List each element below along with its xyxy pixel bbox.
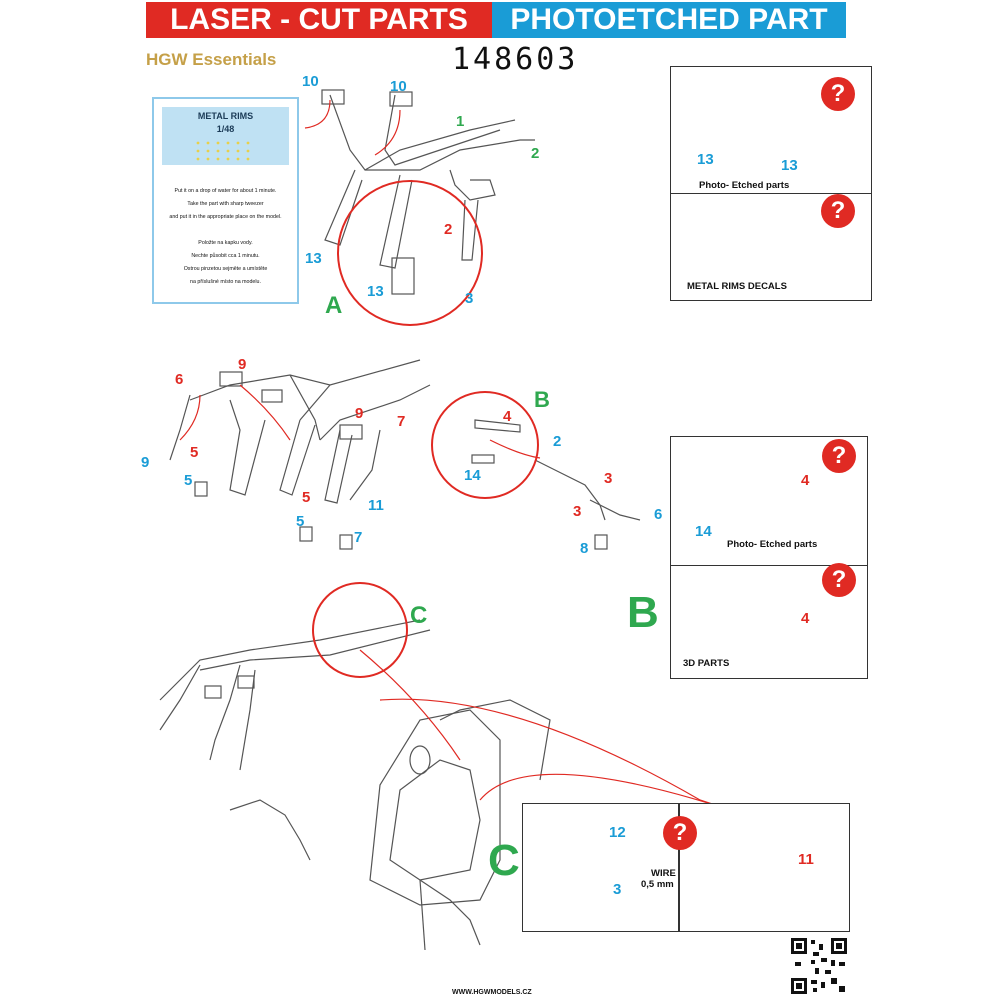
wire-size-label: 0,5 mm: [641, 879, 674, 890]
instruction-en-2: Take the part with sharp tweezer: [187, 201, 264, 207]
callout-5: 5: [296, 513, 305, 530]
question-mark-icon: ?: [821, 77, 855, 111]
detail-circle-c: [312, 582, 408, 678]
photo-etched-caption: Photo- Etched parts: [727, 539, 818, 550]
callout-14: 14: [464, 467, 481, 484]
callout-7: 7: [397, 413, 406, 430]
photo-etched-panel-b: ? 4 14 Photo- Etched parts: [670, 436, 868, 567]
laser-cut-parts-banner: LASER - CUT PARTS: [146, 2, 492, 38]
callout-10: 10: [302, 73, 319, 90]
section-label-c-large: C: [488, 836, 520, 885]
callout-12: 12: [609, 824, 626, 841]
section-label-c: C: [410, 602, 428, 629]
callout-2: 2: [553, 433, 562, 450]
wire-label: WIRE: [651, 868, 676, 879]
metal-rims-title: METAL RIMS: [197, 111, 254, 121]
question-mark-icon: ?: [663, 816, 697, 850]
metal-rims-scale: 1/48: [216, 124, 235, 134]
callout-3: 3: [573, 503, 582, 520]
rims-dot-grid: [196, 141, 250, 161]
callout-11: 11: [798, 851, 814, 868]
photoetched-part-banner: PHOTOETCHED PART: [492, 2, 846, 38]
callout-8: 8: [580, 540, 589, 557]
callout-13: 13: [367, 283, 384, 300]
wire-panel-c: ? 12 3 WIRE 0,5 mm 11: [522, 803, 850, 932]
qr-code-icon: [791, 938, 847, 994]
callout-9: 9: [238, 356, 247, 373]
callout-13: 13: [305, 250, 322, 267]
website-url: WWW.HGWMODELS.CZ: [452, 989, 532, 996]
question-mark-icon: ?: [822, 439, 856, 473]
callout-1: 1: [456, 113, 465, 130]
detail-circle-a: [337, 180, 483, 326]
product-code: 148603: [452, 42, 579, 77]
callout-10: 10: [390, 78, 407, 95]
callout-3: 3: [604, 470, 613, 487]
harness-b-drawing: [169, 359, 431, 550]
detail-circle-b: [431, 391, 539, 499]
callout-2: 2: [531, 145, 540, 162]
callout-5: 5: [302, 489, 311, 506]
harness-c-drawing: [159, 619, 431, 771]
instruction-cz-4: na příslušné místo na modelu.: [190, 279, 261, 285]
brand-label: HGW Essentials: [146, 50, 277, 69]
section-label-b-large: B: [627, 588, 659, 637]
callout-5: 5: [190, 444, 199, 461]
callout-3: 3: [465, 290, 474, 307]
photo-etched-caption: Photo- Etched parts: [699, 180, 790, 191]
seat-drawing: [229, 699, 551, 951]
question-mark-icon: ?: [822, 563, 856, 597]
callout-4: 4: [503, 408, 512, 425]
parts-3d-caption: 3D PARTS: [683, 658, 730, 669]
callout-13: 13: [697, 151, 714, 168]
panel-divider: [678, 804, 680, 931]
callout-11: 11: [368, 497, 384, 514]
callout-6: 6: [654, 506, 663, 523]
callout-4: 4: [801, 472, 810, 489]
callout-14: 14: [695, 523, 712, 540]
photo-etched-panel-a: ? 13 13 Photo- Etched parts: [670, 66, 872, 195]
instruction-cz-1: Položte na kapku vody.: [198, 240, 253, 246]
section-label-a: A: [325, 292, 343, 319]
metal-rims-sheet: METAL RIMS 1/48: [162, 107, 289, 165]
metal-rims-info-box: METAL RIMS 1/48 Put it on a drop of wate…: [152, 97, 299, 304]
instruction-en-1: Put it on a drop of water for about 1 mi…: [174, 188, 277, 194]
metal-rims-decals-panel: ? METAL RIMS DECALS: [670, 193, 872, 301]
section-label-b: B: [534, 387, 550, 412]
instruction-en-3: and put it in the appropriate place on t…: [169, 214, 282, 220]
callout-9: 9: [141, 454, 150, 471]
parts-3d-panel: ? 4 3D PARTS: [670, 563, 868, 679]
callout-2: 2: [444, 221, 453, 238]
metal-rims-decals-caption: METAL RIMS DECALS: [687, 281, 787, 292]
part-b-drawing: [471, 419, 641, 550]
callout-9: 9: [355, 405, 364, 422]
question-mark-icon: ?: [821, 194, 855, 228]
instruction-cz-3: Ostrou pinzetou sejměte a umístěte: [183, 266, 268, 272]
callout-4: 4: [801, 610, 810, 627]
instruction-cz-2: Nechte působit cca 1 minutu.: [191, 253, 260, 259]
callout-5: 5: [184, 472, 193, 489]
callout-7: 7: [354, 529, 363, 546]
callout-6: 6: [175, 371, 184, 388]
callout-3: 3: [613, 881, 622, 898]
callout-13: 13: [781, 157, 798, 174]
